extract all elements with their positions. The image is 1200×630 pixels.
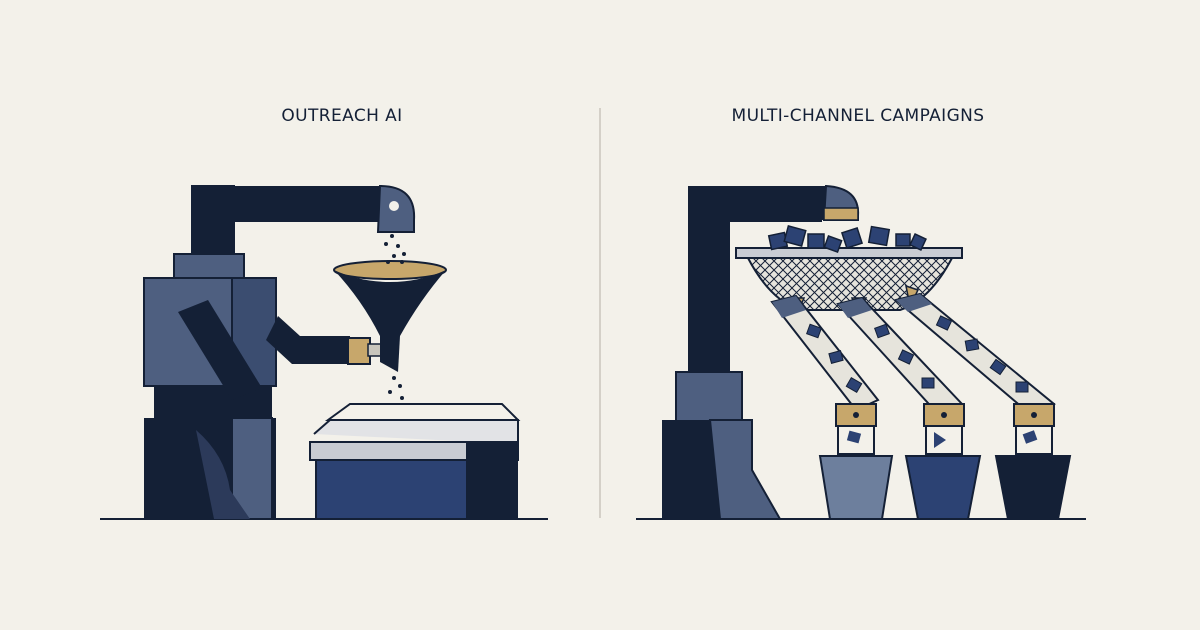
chute-2 (836, 296, 982, 520)
chute-1 (770, 294, 894, 520)
sorting-machine (636, 184, 1086, 520)
right-panel-title: MULTI-CHANNEL CAMPAIGNS (731, 106, 985, 126)
falling-particles-top (384, 234, 406, 264)
funnel (333, 260, 447, 372)
chute-3 (893, 292, 1072, 520)
bin-2 (904, 455, 982, 520)
glass-collection-tray (309, 403, 521, 520)
bin-1 (818, 455, 894, 520)
bin-3 (994, 455, 1072, 520)
left-panel-title: OUTREACH AI (281, 106, 403, 126)
